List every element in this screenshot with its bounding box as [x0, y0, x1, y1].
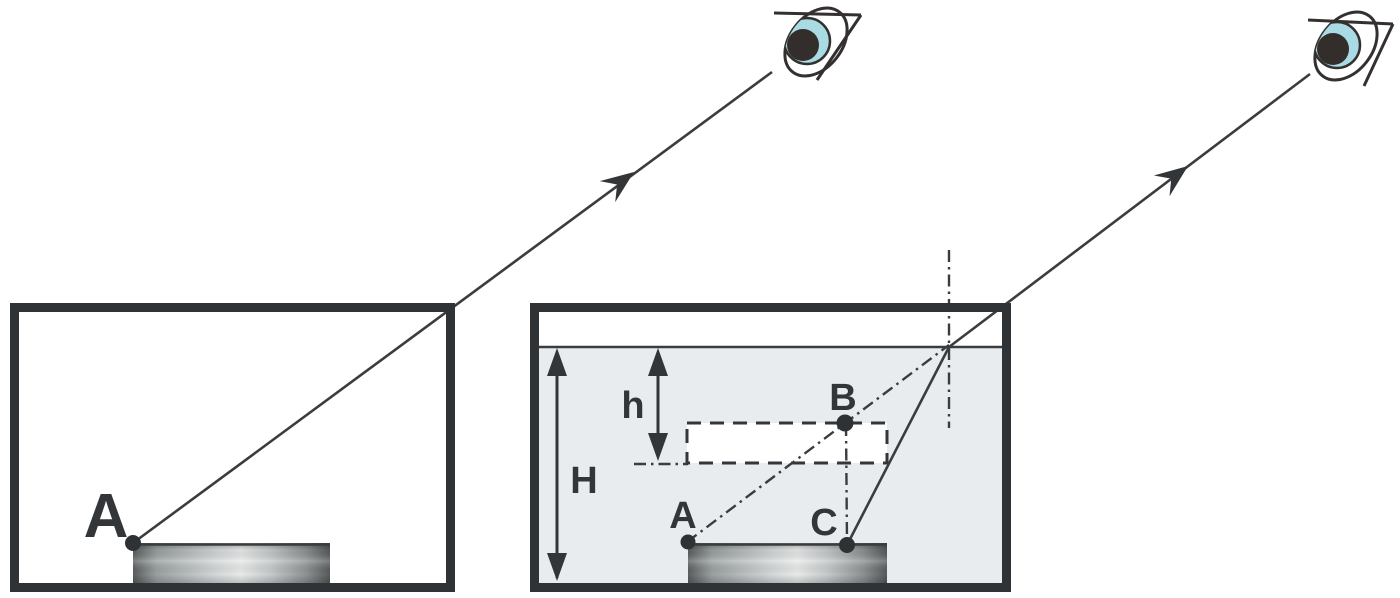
coin	[133, 543, 330, 583]
point-c-dot	[839, 537, 855, 553]
label-point-c: C	[810, 502, 837, 544]
underwater-light-ray	[845, 346, 951, 546]
eye-outline	[783, 6, 849, 78]
eye-pupil	[787, 29, 819, 61]
right-tank-panel: H h A B C	[530, 72, 1311, 592]
apparent-coin-dashed-rect	[685, 421, 889, 465]
eye-pupil	[1317, 33, 1349, 65]
ray-arrowhead	[599, 172, 634, 203]
eye-icon	[773, 6, 863, 81]
refracted-light-ray	[948, 72, 1311, 349]
coin-shading	[133, 543, 330, 583]
left-tank-panel: A	[10, 70, 773, 592]
point-b-dot	[836, 414, 854, 432]
label-depth-h: h	[621, 385, 644, 427]
eyelid-top	[773, 11, 862, 17]
coin-shading	[688, 543, 887, 583]
coin	[688, 543, 887, 583]
eye-icon	[1307, 10, 1395, 87]
ray-arrowhead	[1153, 166, 1188, 197]
point-a-dot	[125, 535, 141, 551]
sight-line-A-to-surface	[686, 344, 950, 543]
depth-arrow-H	[547, 348, 567, 581]
label-point-a: A	[669, 495, 696, 537]
label-depth-H: H	[570, 460, 597, 502]
label-point-a: A	[84, 482, 129, 551]
right-tank-border	[530, 303, 1011, 592]
eye-outline	[1313, 10, 1379, 82]
eyelid-top	[1307, 18, 1394, 26]
left-tank-border	[10, 303, 455, 592]
label-point-b: B	[829, 377, 856, 419]
depth-arrow-h	[648, 348, 668, 461]
eyelid-side	[815, 14, 863, 81]
point-a-dot	[680, 534, 696, 550]
eyelid-side	[1362, 23, 1395, 87]
vertical-line-B-to-C	[844, 423, 849, 544]
